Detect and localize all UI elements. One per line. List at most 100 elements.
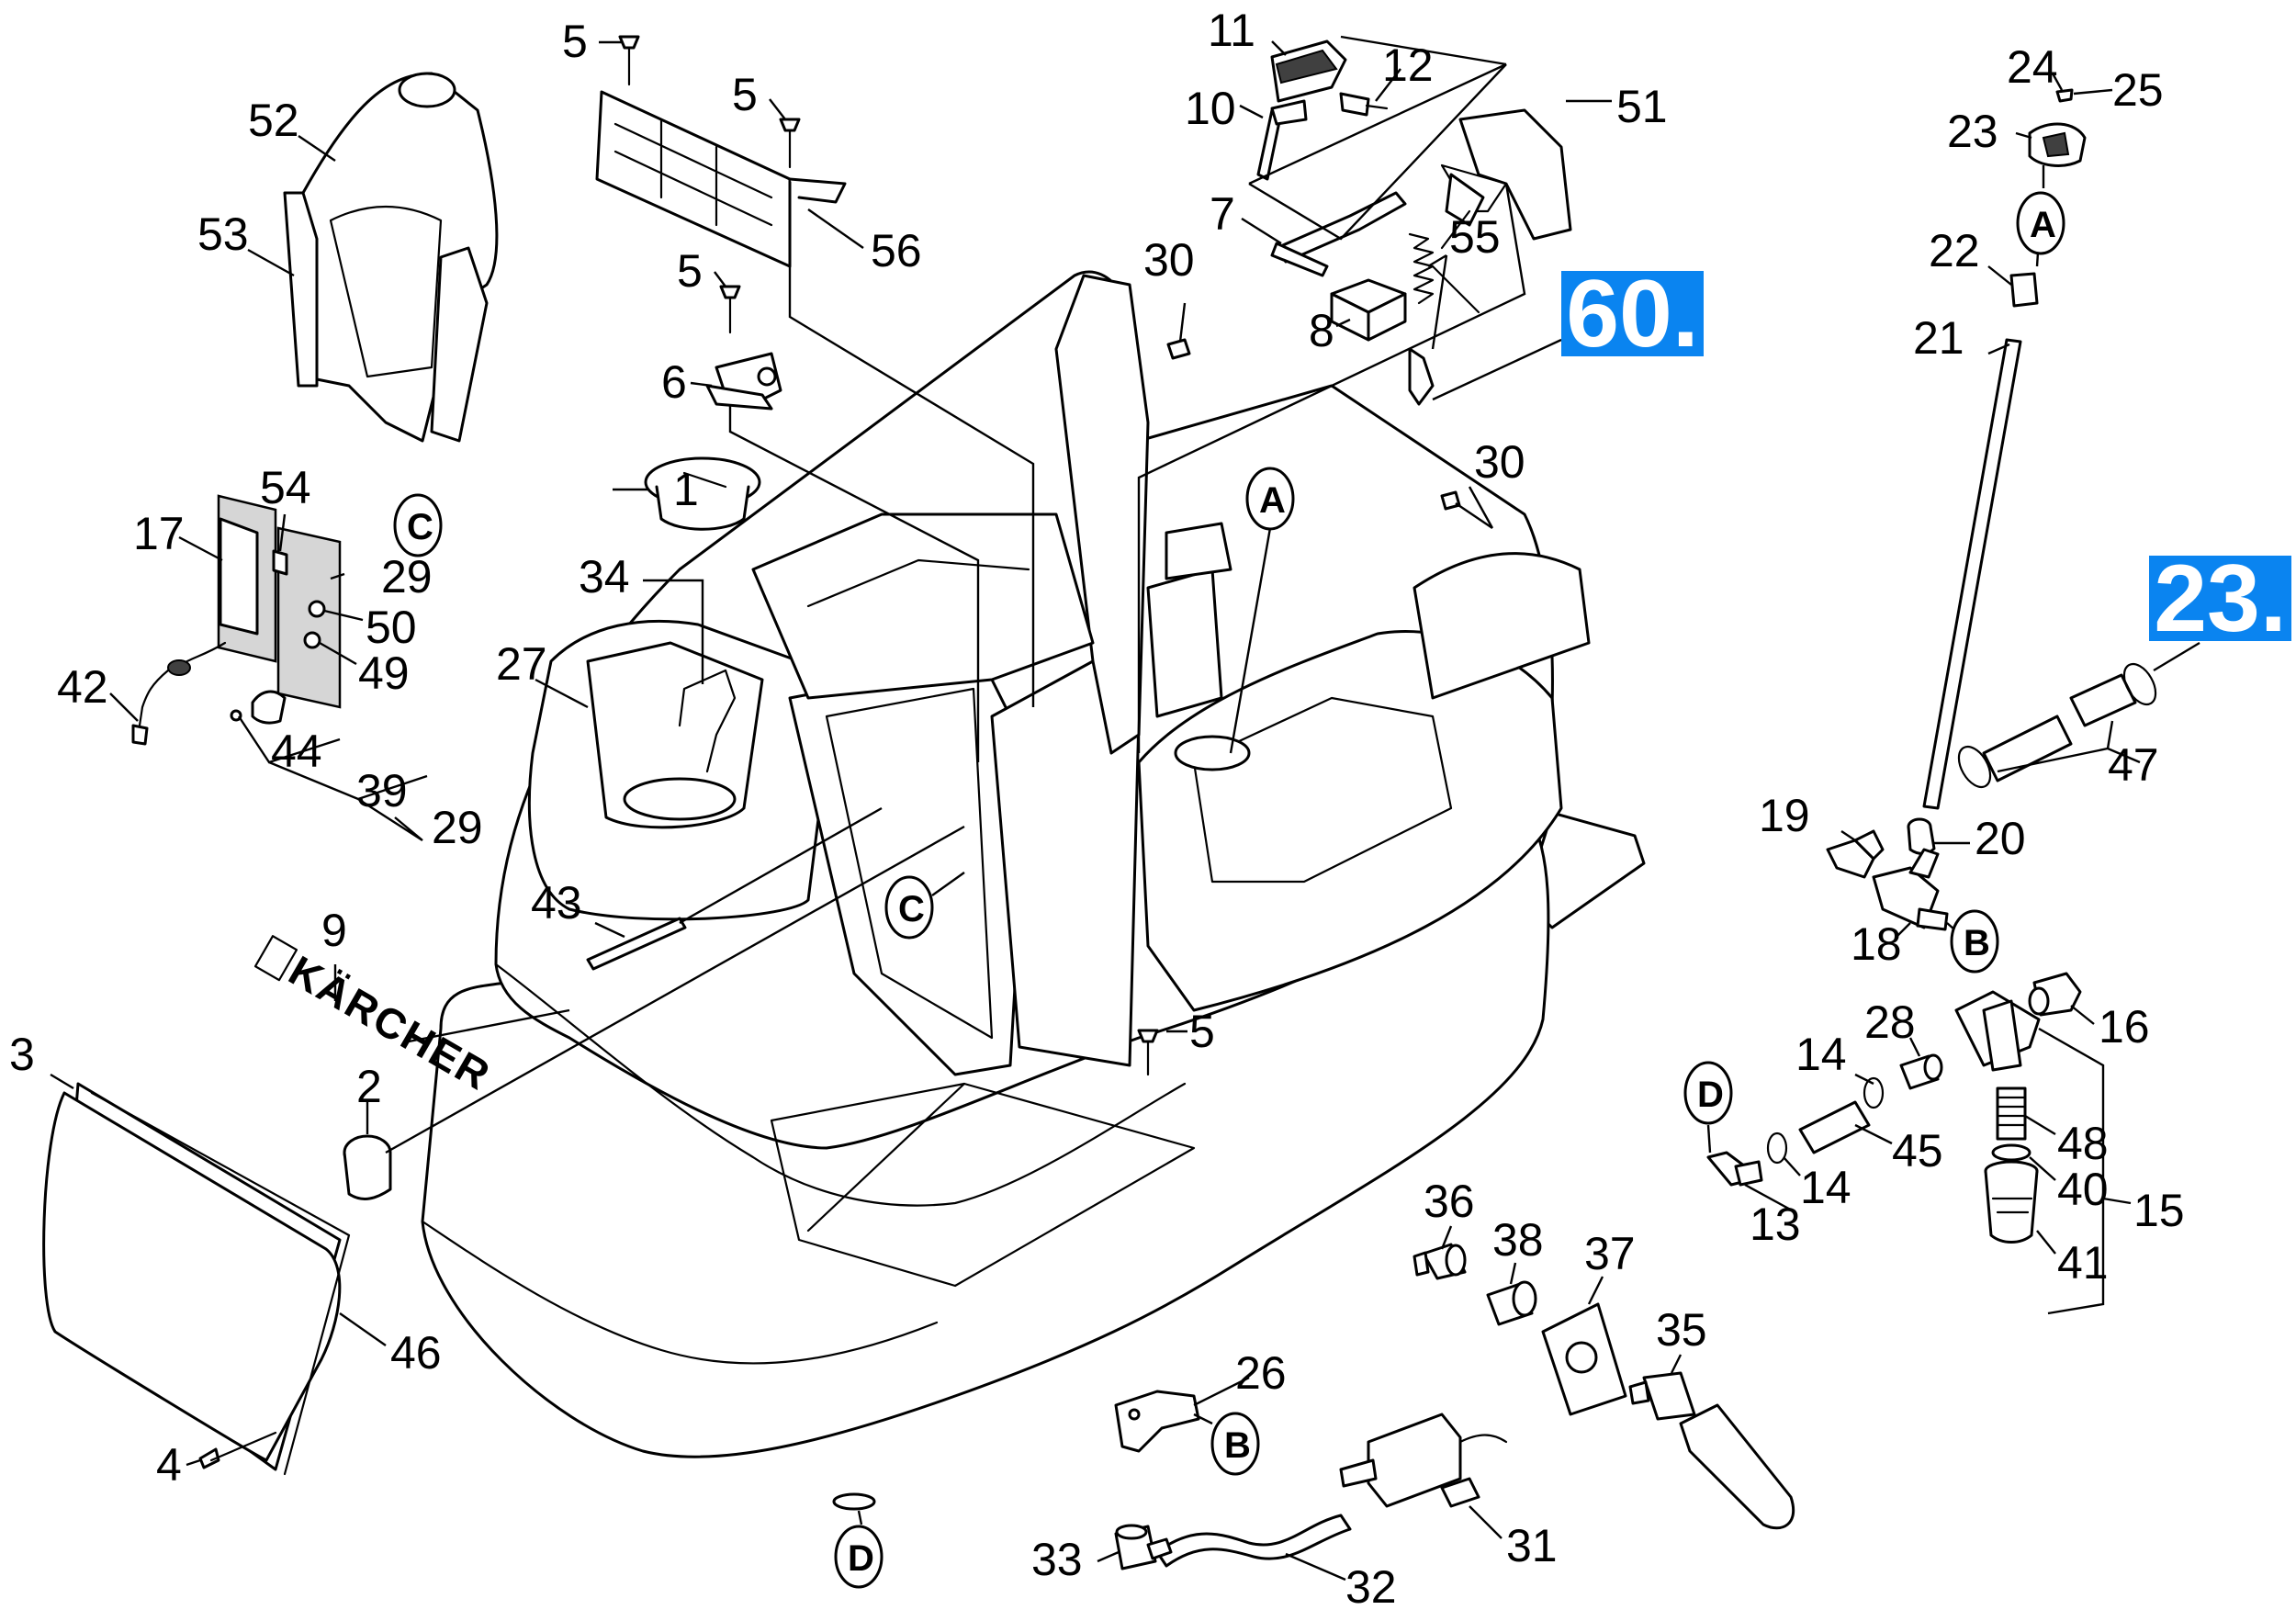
control-module-17 <box>131 494 342 746</box>
cap-1 <box>644 456 761 531</box>
switch-11 <box>1270 39 1347 103</box>
leader-lines <box>50 35 2200 1582</box>
part-label: 32 <box>1345 1561 1397 1613</box>
part-label: 41 <box>2057 1237 2109 1289</box>
connector-a-housing: A <box>1245 467 1295 531</box>
part-label: 1 <box>673 464 699 515</box>
cover-52 <box>283 72 499 443</box>
part-label: 4 <box>156 1439 182 1491</box>
part-label: 30 <box>1474 436 1525 488</box>
part-label: 29 <box>432 802 483 853</box>
part-label: 39 <box>356 765 408 816</box>
part-label: 9 <box>321 905 347 956</box>
lever-7 <box>1270 191 1407 277</box>
part-label: 27 <box>496 638 547 690</box>
connector-d-label: D <box>848 1538 874 1579</box>
part-label: 5 <box>1189 1006 1215 1057</box>
tee-18 <box>1872 848 1949 931</box>
part-label: 15 <box>2133 1185 2185 1236</box>
connector-b-tee: B <box>1950 909 1999 974</box>
hose-32 <box>1155 1514 1352 1568</box>
group-reference-60[interactable]: 60. <box>1561 266 1704 362</box>
connector-b-label: B <box>1224 1425 1251 1466</box>
part-label: 38 <box>1492 1214 1544 1266</box>
part-label: 14 <box>1800 1162 1851 1213</box>
elbow-13 <box>1706 1151 1763 1187</box>
connector-b-bracket: B <box>1210 1412 1260 1476</box>
panel-3 <box>42 1082 351 1476</box>
connector-20 <box>1907 817 1936 855</box>
part-label: 49 <box>358 647 410 699</box>
cup-41 <box>1984 1160 2039 1244</box>
switch-bracket-6 <box>705 352 782 411</box>
part-label: 26 <box>1235 1347 1287 1399</box>
part-label: 31 <box>1506 1520 1558 1571</box>
part-label: 23 <box>1947 106 1998 157</box>
part-label: 11 <box>1208 5 1255 56</box>
part-label: 7 <box>1210 188 1235 240</box>
part-label: 48 <box>2057 1118 2109 1169</box>
connector-c-label: C <box>898 889 925 929</box>
part-label: 35 <box>1656 1304 1707 1356</box>
part-label: 24 <box>2007 41 2058 93</box>
elbow-16 <box>2028 972 2082 1017</box>
nipple-28 <box>1899 1053 1943 1090</box>
connector-d-bottom: D <box>834 1525 884 1589</box>
part-label: 3 <box>9 1029 35 1080</box>
part-label: 29 <box>381 551 433 602</box>
lever-10 <box>1256 99 1308 181</box>
panel-56 <box>595 90 847 268</box>
part-label: 37 <box>1584 1228 1636 1279</box>
part-label: 52 <box>248 95 299 146</box>
fitting-38 <box>1486 1280 1537 1326</box>
connector-c-left: C <box>393 493 443 557</box>
gasket-37 <box>1541 1302 1627 1416</box>
block-8 <box>1330 278 1407 342</box>
terminal-cover-44 <box>230 690 287 725</box>
pipe-45 <box>1798 1100 1871 1154</box>
knob-23 <box>2028 88 2087 167</box>
part-label: 44 <box>271 726 322 777</box>
filter-48 <box>1996 1086 2027 1141</box>
filter-34 <box>678 669 737 773</box>
connector-c-housing: C <box>884 875 934 940</box>
screw-12 <box>1339 92 1389 117</box>
rod-21 <box>1922 338 2022 810</box>
part-label: 16 <box>2099 1001 2150 1053</box>
connector-d-right: D <box>1683 1061 1733 1125</box>
connector-d-label: D <box>1697 1075 1724 1115</box>
part-label: 36 <box>1424 1176 1475 1227</box>
part-label: 40 <box>2057 1164 2109 1215</box>
part-label: 22 <box>1929 225 1980 276</box>
plug-2 <box>343 1134 392 1200</box>
part-label: 50 <box>366 602 417 653</box>
spring-55 <box>1408 232 1435 406</box>
part-label: 6 <box>661 356 687 408</box>
connector-a-top: A <box>2016 191 2065 255</box>
connector-a-label: A <box>2030 205 2056 245</box>
part-label: 10 <box>1185 83 1236 134</box>
part-label: 8 <box>1309 305 1334 356</box>
part-label: 17 <box>133 508 185 559</box>
fitting-33 <box>1114 1524 1173 1570</box>
main-housing <box>421 270 1646 1511</box>
part-label: 43 <box>531 877 582 929</box>
part-label: 14 <box>1795 1029 1847 1080</box>
part-label: 2 <box>356 1061 382 1112</box>
float-switch-35 <box>1628 1371 1795 1530</box>
part-label: 30 <box>1143 234 1195 286</box>
part-label: 13 <box>1750 1199 1801 1250</box>
bracket-51 <box>1431 108 1572 314</box>
part-label: 42 <box>57 661 108 713</box>
part-label: 45 <box>1892 1125 1943 1176</box>
group-reference-23[interactable]: 23. <box>2149 551 2291 647</box>
elbow-19 <box>1826 829 1885 879</box>
part-label: 18 <box>1851 918 1902 970</box>
group-reference-60-label: 60. <box>1566 260 1699 367</box>
part-label: 5 <box>677 245 703 297</box>
fitting-36 <box>1412 1243 1467 1280</box>
part-label: 5 <box>562 16 588 67</box>
seal-14 <box>1766 1076 1885 1165</box>
part-label: 5 <box>732 69 758 120</box>
part-label: 56 <box>871 225 922 276</box>
